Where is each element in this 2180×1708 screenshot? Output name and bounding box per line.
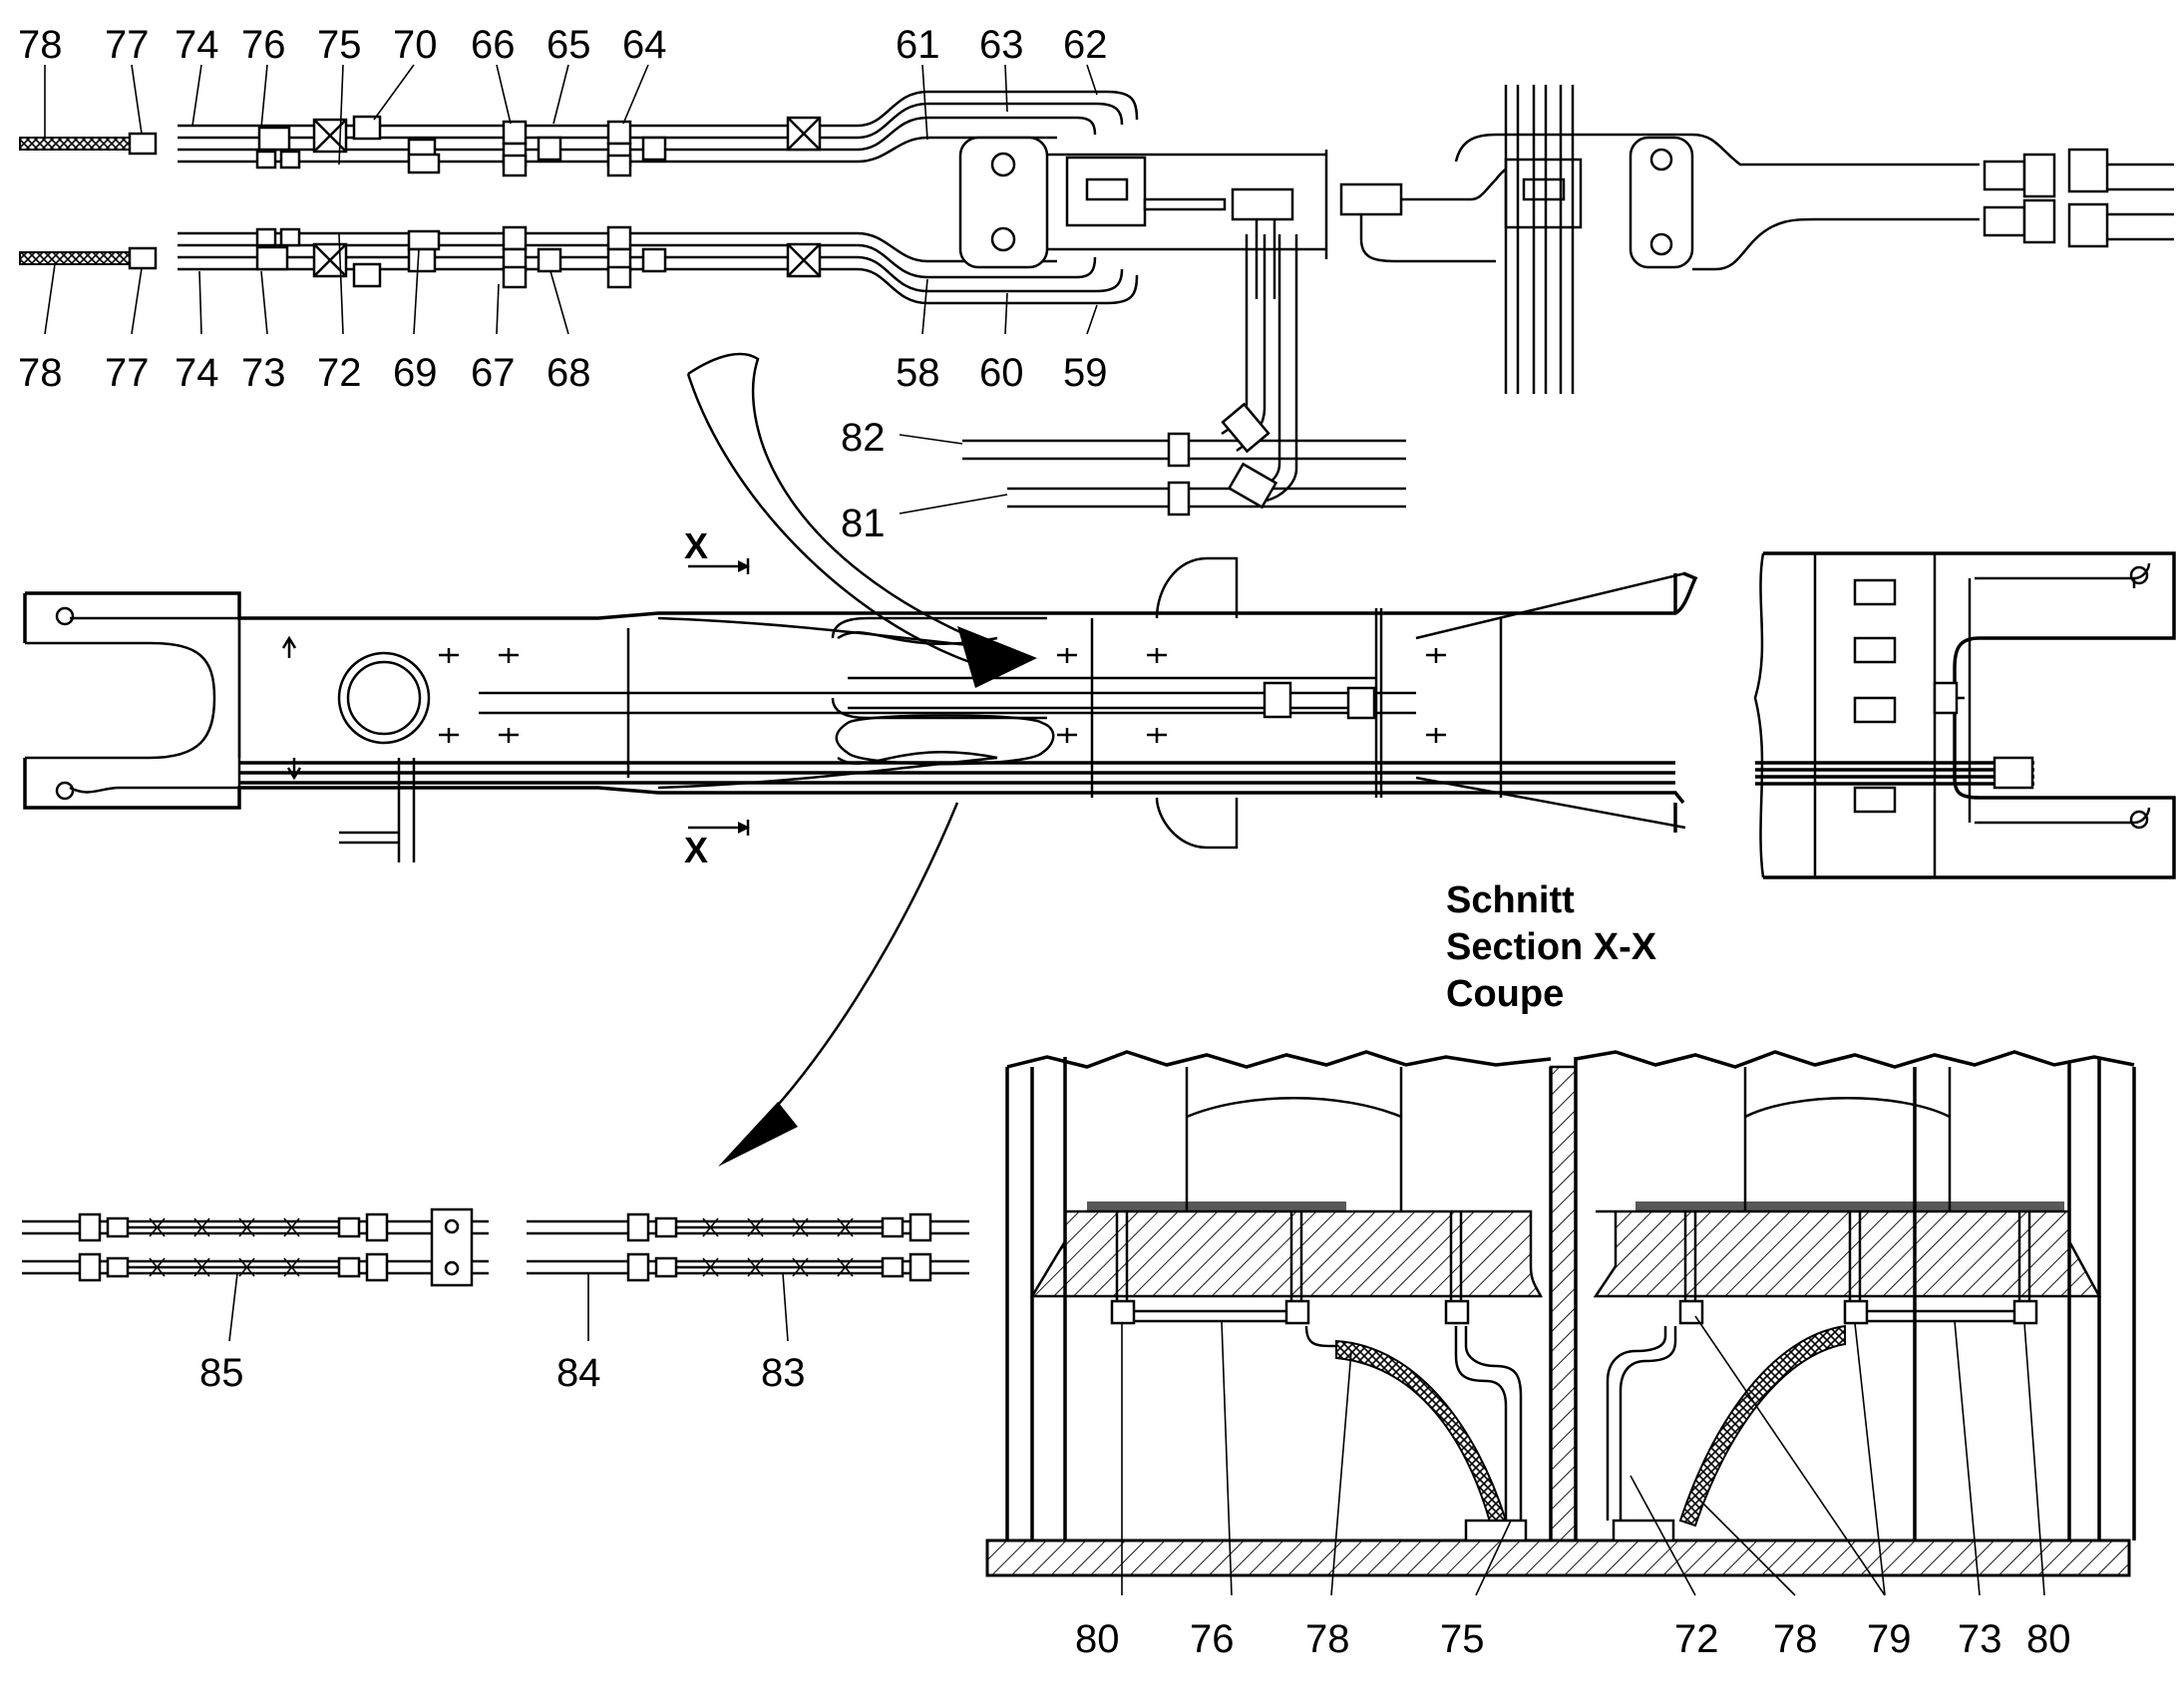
label-top-78: 78: [18, 23, 63, 67]
label-83: 83: [761, 1351, 806, 1395]
label-bottom-67: 67: [471, 351, 516, 395]
bottom-detail-labels: 85 84 83: [199, 1351, 806, 1395]
upper-pipe-bundle: [178, 90, 1139, 177]
label-81: 81: [841, 502, 886, 545]
label-bottom-74: 74: [175, 351, 219, 395]
label-top-77: 77: [105, 23, 150, 67]
section-title-de: Schnitt: [1446, 879, 1575, 921]
top-detail-labels: 78 77 74 76 75 70 66 65 64 61 63 62 78 7…: [18, 23, 1108, 545]
label-bottom-58: 58: [896, 351, 940, 395]
main-frame-view: X X: [23, 525, 1698, 870]
label-top-62: 62: [1063, 23, 1108, 67]
label-section-73: 73: [1958, 1617, 2002, 1661]
hose-78-upper: [19, 137, 131, 151]
bottom-left-detail-view: [22, 1207, 969, 1287]
label-section-80-left: 80: [1075, 1617, 1120, 1661]
label-top-65: 65: [546, 23, 591, 67]
pipes-81-82: [962, 234, 1406, 516]
section-marker-label-lower: X: [684, 830, 708, 870]
label-section-76: 76: [1190, 1617, 1235, 1661]
label-section-79: 79: [1867, 1617, 1912, 1661]
label-section-78-left: 78: [1305, 1617, 1350, 1661]
label-section-78-right: 78: [1773, 1617, 1818, 1661]
section-title: Schnitt Section X-X Coupe: [1446, 879, 1657, 1015]
label-top-74: 74: [175, 23, 219, 67]
lower-pipe-bundle: [178, 225, 1139, 305]
label-section-72: 72: [1674, 1617, 1719, 1661]
label-82: 82: [841, 416, 886, 460]
section-title-fr: Coupe: [1446, 973, 1564, 1015]
label-section-80-right: 80: [2026, 1617, 2071, 1661]
section-marker-label-upper: X: [684, 525, 708, 566]
leader-lines: [44, 64, 2045, 1596]
label-top-76: 76: [241, 23, 286, 67]
label-bottom-72: 72: [317, 351, 362, 395]
fitting-row-85: [78, 1207, 474, 1287]
label-84: 84: [556, 1351, 601, 1395]
label-top-63: 63: [979, 23, 1024, 67]
section-title-en: Section X-X: [1446, 926, 1657, 968]
manifold-assembly: [958, 85, 2174, 394]
label-bottom-73: 73: [241, 351, 286, 395]
fitting-row-83-84: [626, 1212, 932, 1282]
label-top-75: 75: [317, 23, 362, 67]
label-top-64: 64: [622, 23, 667, 67]
label-85: 85: [199, 1351, 244, 1395]
label-bottom-60: 60: [979, 351, 1024, 395]
detail-callout-arrows: [686, 352, 1037, 1167]
label-bottom-68: 68: [546, 351, 591, 395]
label-bottom-77: 77: [105, 351, 150, 395]
label-bottom-69: 69: [393, 351, 438, 395]
label-section-75: 75: [1440, 1617, 1485, 1661]
label-bottom-59: 59: [1063, 351, 1108, 395]
section-x-x-view: [985, 1050, 2136, 1577]
label-top-70: 70: [393, 23, 438, 67]
label-bottom-78: 78: [18, 351, 63, 395]
top-detail-view: [19, 85, 2174, 516]
label-top-61: 61: [896, 23, 940, 67]
label-top-66: 66: [471, 23, 516, 67]
section-marker-x: X X: [684, 525, 750, 870]
hose-78-lower: [19, 251, 131, 265]
section-labels: 80 76 78 75 72 78 79 73 80: [1075, 1617, 2071, 1661]
right-end-view: [1753, 551, 2176, 879]
